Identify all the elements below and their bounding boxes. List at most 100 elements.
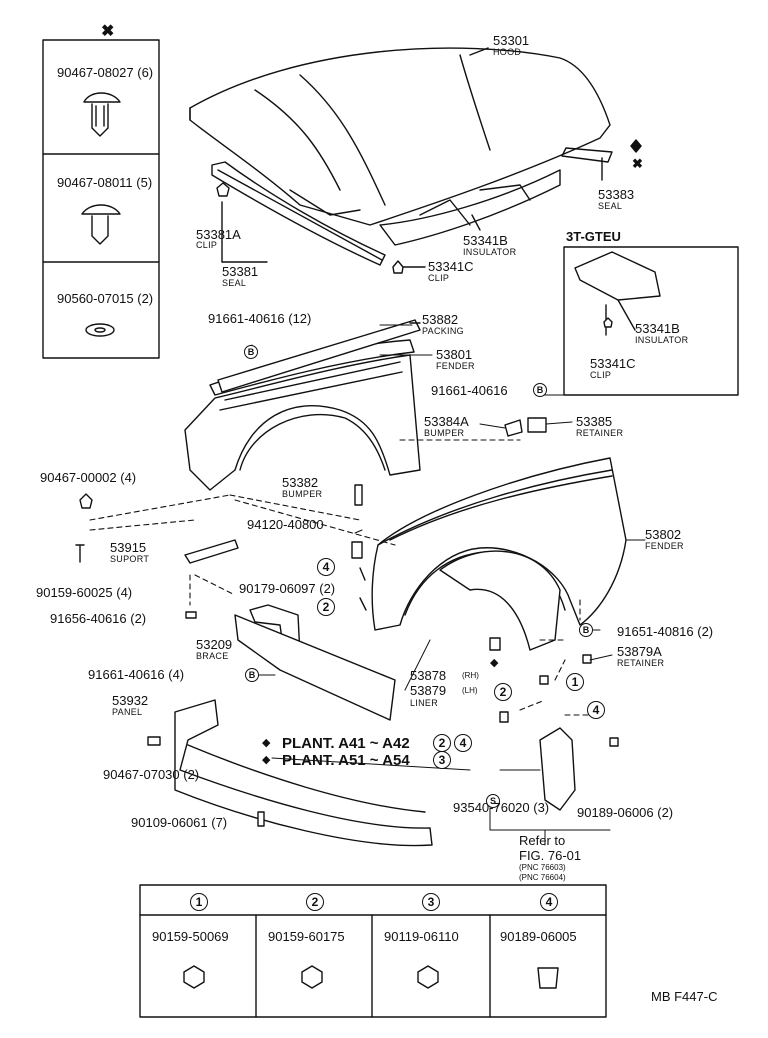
marker-b-icon: B [244, 345, 258, 359]
fender-lh-drawing [371, 457, 627, 631]
bolt-90467-07030: 90467-07030 (2) [103, 767, 200, 782]
fender-rh-number: 53801 [436, 347, 473, 362]
liner-lh-tag: (LH) [462, 686, 478, 695]
variant-insulator-number: 53341B [635, 321, 680, 336]
seal-clip-drawing [630, 139, 642, 153]
marker-b-icon: B [245, 668, 259, 682]
liner-rh-number: 53878 [410, 668, 447, 683]
bolt-91651-40816: 91651-40816 (2) [617, 624, 714, 639]
mud-guard-drawing [539, 727, 576, 811]
clip-part-1: 90467-08027 (6) [57, 65, 154, 80]
fender-lh-number: 53802 [645, 527, 682, 542]
clip-part-3: 90560-07015 (2) [57, 291, 154, 306]
packing-drawing [217, 319, 421, 393]
bolt-91661-40616: 91661-40616 [431, 383, 508, 398]
retainer-53385-label: RETAINER [576, 428, 624, 438]
nut-94120-40800: 94120-40800 [247, 517, 324, 532]
marker-4-icon: 4 [454, 734, 472, 752]
cross-icon: ✖ [101, 23, 115, 40]
cross-icon-seal: ✖ [632, 156, 643, 171]
fastener-table-frame [139, 884, 607, 1018]
retainer-53879a-label: RETAINER [617, 658, 665, 668]
seal-53383-drawing [561, 147, 613, 163]
table-marker-1-icon: 1 [190, 893, 208, 911]
bolt-91656-40616: 91656-40616 (2) [50, 611, 147, 626]
variant-insulator-drawing [574, 251, 661, 301]
bolt-90159-60025-drawing [75, 544, 85, 563]
packing-number: 53882 [422, 312, 459, 327]
liner-label: LINER [410, 698, 439, 708]
screw-90189-06006: 90189-06006 (2) [577, 805, 674, 820]
retainer-53879a-number: 53879A [617, 644, 662, 659]
liner-drawing [439, 550, 561, 651]
variant-title: 3T-GTEU [566, 229, 621, 244]
table-part-3: 90119-06110 [384, 929, 459, 944]
refer-line-4: (PNC 76604) [519, 873, 566, 882]
hood-label: HOOD [493, 47, 522, 57]
brace-label: BRACE [196, 651, 229, 661]
hood-drawing [189, 47, 611, 226]
bolt-91661-40616-4: 91661-40616 (4) [88, 667, 185, 682]
brace-number: 53209 [196, 637, 233, 652]
insulator-number: 53341B [463, 233, 508, 248]
seal-53383-number: 53383 [598, 187, 635, 202]
panel-label: PANEL [112, 707, 143, 717]
suport-number: 53915 [110, 540, 147, 555]
bolt-90179-06097: 90179-06097 (2) [239, 581, 336, 596]
seal-53381-number: 53381 [222, 264, 259, 279]
diamond-icon: ◆ [262, 737, 271, 749]
refer-line-3: (PNC 76603) [519, 863, 566, 872]
table-marker-4-icon: 4 [540, 893, 558, 911]
marker-2-icon: 2 [433, 734, 451, 752]
panel-drawing [174, 699, 433, 847]
table-part-2: 90159-60175 [268, 929, 345, 944]
clip-90467-00002: 90467-00002 (4) [40, 470, 137, 485]
clip-part-2: 90467-08011 (5) [57, 175, 153, 190]
suport-label: SUPORT [110, 554, 150, 564]
liner-lh-number: 53879 [410, 683, 447, 698]
figure-code: MB F447-C [651, 989, 718, 1004]
packing-label: PACKING [422, 326, 464, 336]
marker-4-icon: 4 [587, 701, 605, 719]
bolt-90159-60025: 90159-60025 (4) [36, 585, 133, 600]
table-part-1: 90159-50069 [152, 929, 229, 944]
clip-53341c-label: CLIP [428, 273, 450, 283]
table-part-4: 90189-06005 [500, 929, 577, 944]
marker-4-icon: 4 [317, 558, 335, 576]
fastener-icons [183, 965, 559, 989]
fender-lh-label: FENDER [645, 541, 684, 551]
variant-clip-number: 53341C [590, 356, 636, 371]
marker-1-icon: 1 [566, 673, 584, 691]
marker-3-icon: 3 [433, 751, 451, 769]
plant-note-2: PLANT. A51 ~ A54 [282, 752, 410, 769]
fender-rh-label: FENDER [436, 361, 475, 371]
marker-2-icon: 2 [317, 598, 335, 616]
clip-90467-00002-drawing [79, 493, 93, 509]
bumper-53384a-label: BUMPER [424, 428, 465, 438]
diamond-icon: ◆ [262, 754, 271, 766]
table-marker-2-icon: 2 [306, 893, 324, 911]
seal-53383-label: SEAL [598, 201, 623, 211]
clip-53341c-drawing [392, 260, 404, 274]
panel-number: 53932 [112, 693, 149, 708]
packing-bolt-part: 91661-40616 (12) [208, 311, 312, 326]
insulator-drawing [289, 169, 561, 246]
suport-drawing [184, 539, 239, 564]
marker-b-icon: B [533, 383, 547, 397]
bumper-53384a-number: 53384A [424, 414, 469, 429]
seal-53381-label: SEAL [222, 278, 247, 288]
retainer-53385-number: 53385 [576, 414, 613, 429]
clip-53341c-number: 53341C [428, 259, 474, 274]
variant-insulator-label: INSULATOR [635, 335, 689, 345]
diamond-icon: ◆ [490, 657, 499, 669]
screw-93540-76020: 93540-76020 (3) [453, 800, 550, 815]
insulator-label: INSULATOR [463, 247, 517, 257]
variant-clip-label: CLIP [590, 370, 612, 380]
plant-note-1: PLANT. A41 ~ A42 [282, 735, 410, 752]
bumper-53382-number: 53382 [282, 475, 319, 490]
marker-b-icon: B [579, 623, 593, 637]
bumper-53382-label: BUMPER [282, 489, 323, 499]
table-marker-3-icon: 3 [422, 893, 440, 911]
